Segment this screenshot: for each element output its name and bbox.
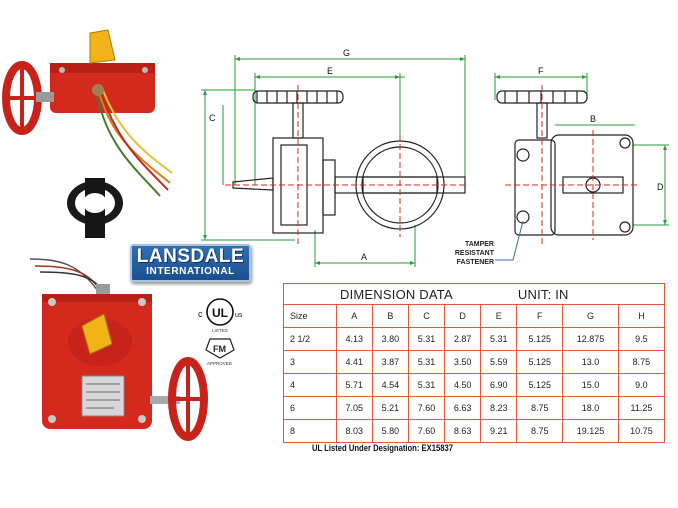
table-cell: 8.75 [516, 396, 564, 420]
label-c: C [209, 113, 216, 123]
table-cell: 4.13 [335, 327, 373, 351]
table-cell: 15.0 [562, 373, 619, 397]
dimension-drawing: G E C H A F B D [195, 48, 669, 267]
table-cell: 5.125 [516, 350, 564, 374]
fm-approved-text: APPROVED [207, 361, 233, 366]
label-g: G [343, 48, 350, 58]
table-cell: 3.50 [444, 350, 482, 374]
lansdale-logo: LANSDALE INTERNATIONAL [130, 244, 251, 282]
table-header: B [371, 304, 409, 328]
table-title-cell: DIMENSION DATA UNIT: IN [283, 283, 665, 305]
table-cell: 4.54 [371, 373, 409, 397]
table-cell: 9.21 [480, 419, 518, 443]
table-cell: 4.50 [444, 373, 482, 397]
table-row: 3 4.41 3.87 5.31 3.50 5.59 5.125 13.0 8.… [283, 350, 666, 374]
table-cell: 5.31 [407, 350, 446, 374]
table-header: E [480, 304, 518, 328]
ul-mark-us: us [235, 312, 243, 319]
tamper-fastener-callout: TAMPER RESISTANT FASTENER [424, 240, 494, 267]
table-header: F [516, 304, 564, 328]
dimension-table: DIMENSION DATA UNIT: IN Size A B C D E F… [283, 283, 666, 443]
label-h: H [195, 162, 196, 172]
ul-listed-text: LISTED [212, 328, 229, 333]
table-cell: 4 [283, 373, 337, 397]
table-header: Size [283, 304, 337, 328]
table-cell: 10.75 [617, 419, 666, 443]
table-title: DIMENSION DATA [340, 286, 453, 302]
table-header-row: Size A B C D E F G H [283, 304, 666, 328]
table-cell: 8.63 [444, 419, 482, 443]
table-cell: 13.0 [562, 350, 619, 374]
table-cell: 7.05 [335, 396, 373, 420]
table-cell: 7.60 [407, 396, 446, 420]
fm-mark-text: FM [213, 344, 226, 354]
table-header: H [617, 304, 666, 328]
table-cell: 3 [283, 350, 337, 374]
ul-mark-text: UL [212, 306, 228, 320]
table-cell: 6 [283, 396, 337, 420]
table-cell: 2.87 [444, 327, 482, 351]
callout-line2: FASTENER [456, 259, 494, 266]
table-cell: 5.21 [371, 396, 409, 420]
label-a: A [361, 252, 367, 262]
valve-photo-bottom [29, 258, 208, 441]
table-header: C [407, 304, 446, 328]
table-cell: 4.41 [335, 350, 373, 374]
table-cell: 3.80 [371, 327, 409, 351]
table-cell: 18.0 [562, 396, 619, 420]
table-row: 4 5.71 4.54 5.31 4.50 6.90 5.125 15.0 9.… [283, 373, 666, 397]
table-cell: 19.125 [562, 419, 619, 443]
table-cell: 8.03 [335, 419, 373, 443]
table-cell: 5.31 [480, 327, 518, 351]
table-cell: 5.125 [516, 327, 564, 351]
table-cell: 8.23 [480, 396, 518, 420]
callout-line1: TAMPER RESISTANT [454, 241, 494, 257]
table-cell: 2 1/2 [283, 327, 337, 351]
table-cell: 8.75 [516, 419, 564, 443]
table-cell: 9.5 [617, 327, 666, 351]
table-cell: 11.25 [617, 396, 666, 420]
table-cell: 5.125 [516, 373, 564, 397]
table-cell: 5.71 [335, 373, 373, 397]
logo-line2: INTERNATIONAL [146, 266, 235, 277]
table-cell: 12.875 [562, 327, 619, 351]
certification-marks: c UL us LISTED FM APPROVED [198, 298, 243, 366]
valve-photo-top [2, 29, 173, 238]
table-cell: 5.31 [407, 327, 446, 351]
table-cell: 6.90 [480, 373, 518, 397]
table-cell: 5.31 [407, 373, 446, 397]
table-header: D [444, 304, 482, 328]
table-cell: 5.59 [480, 350, 518, 374]
table-cell: 7.60 [407, 419, 446, 443]
table-row: 6 7.05 5.21 7.60 6.63 8.23 8.75 18.0 11.… [283, 396, 666, 420]
logo-line1: LANSDALE [136, 246, 245, 267]
label-e: E [327, 66, 333, 76]
table-unit: UNIT: IN [517, 286, 569, 302]
ul-mark-c: c [198, 309, 203, 319]
label-d: D [657, 182, 664, 192]
table-header: A [335, 304, 373, 328]
table-cell: 8 [283, 419, 337, 443]
table-cell: 3.87 [371, 350, 409, 374]
table-row: 2 1/2 4.13 3.80 5.31 2.87 5.31 5.125 12.… [283, 327, 666, 351]
ul-listing-note: UL Listed Under Designation: EX15837 [312, 443, 454, 453]
table-cell: 8.75 [617, 350, 666, 374]
table-cell: 9.0 [617, 373, 666, 397]
table-cell: 6.63 [444, 396, 482, 420]
table-header: G [562, 304, 619, 328]
table-cell: 5.80 [371, 419, 409, 443]
label-b: B [590, 114, 596, 124]
label-f: F [538, 66, 544, 76]
table-row: 8 8.03 5.80 7.60 8.63 9.21 8.75 19.125 1… [283, 419, 666, 443]
